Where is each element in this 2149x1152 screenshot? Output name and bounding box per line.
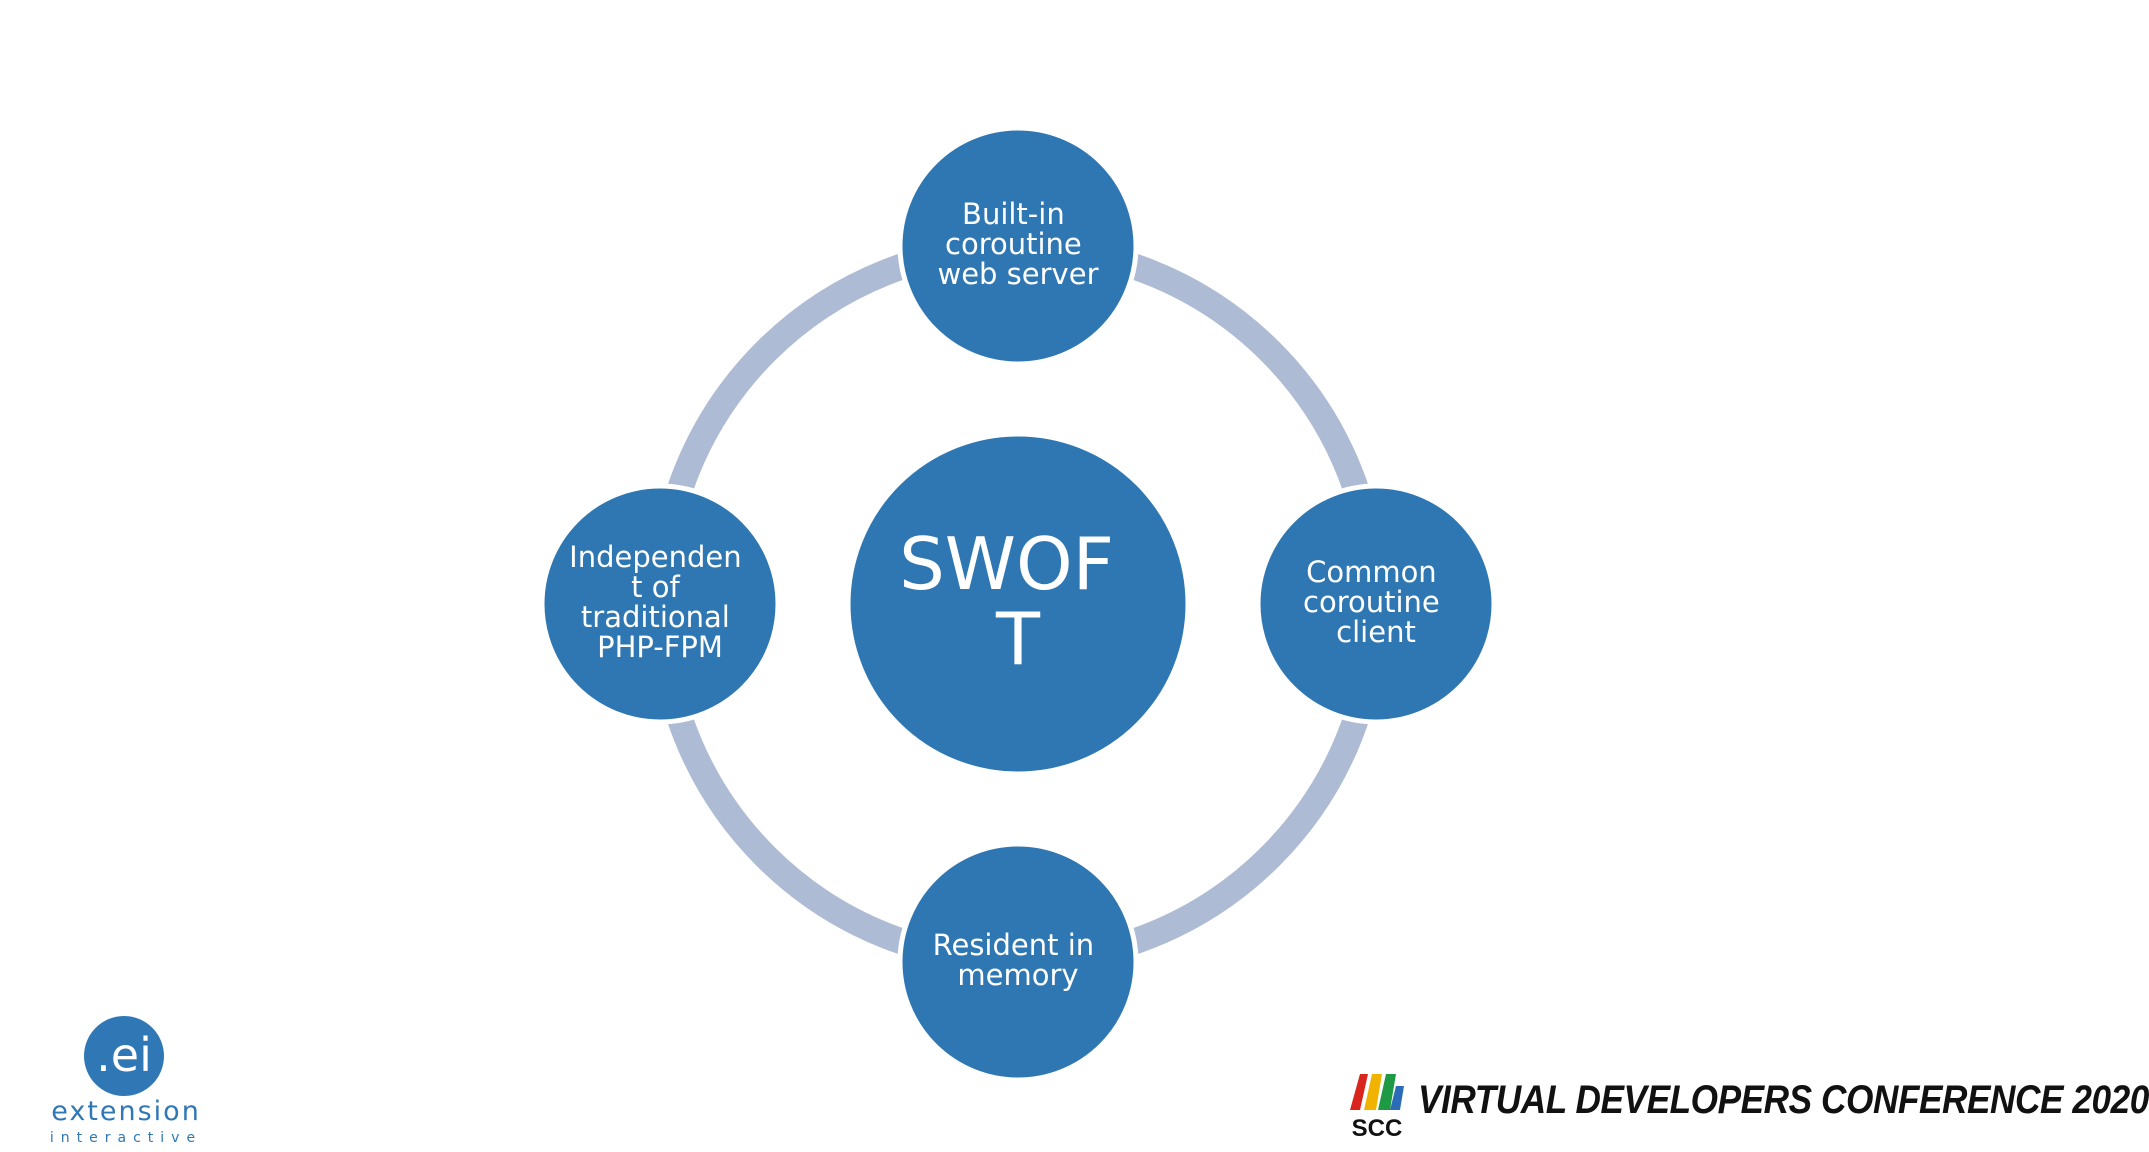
node-bottom-line-1: Resident in (933, 928, 1095, 962)
node-right-line-2: coroutine (1303, 585, 1440, 619)
conference-logo: SCC VIRTUAL DEVELOPERS CONFERENCE 2020 (1346, 1070, 2149, 1142)
ei-logo-mark: .ei (84, 1016, 164, 1096)
scc-logo-mark: SCC (1350, 1074, 1404, 1142)
node-right-line-1: Common (1306, 555, 1437, 589)
node-top-label: Built-in coroutine web server (938, 197, 1099, 291)
conference-title: VIRTUAL DEVELOPERS CONFERENCE 2020 (1418, 1078, 2149, 1122)
node-right (1255, 483, 1497, 725)
node-left-line-3: traditional (581, 600, 730, 634)
node-bottom-label: Resident in memory (933, 928, 1104, 992)
extension-interactive-logo: .ei extension interactive (46, 1016, 206, 1146)
node-top-line-1: Built-in (962, 197, 1065, 231)
center-node-label: SWOF T (899, 522, 1137, 681)
node-bottom-line-2: memory (957, 958, 1078, 992)
node-left-line-4: PHP-FPM (597, 630, 723, 664)
ei-logo-tagline: interactive (49, 1130, 203, 1146)
node-right-label: Common coroutine client (1303, 555, 1449, 649)
center-line-1: SWOF (899, 522, 1114, 606)
node-right-line-3: client (1336, 615, 1416, 649)
node-left (539, 483, 781, 725)
node-bottom (897, 841, 1139, 1083)
ei-logo-name: extension (51, 1096, 201, 1127)
cycle-diagram: SWOF T Built-in coroutine web server Com… (539, 125, 1497, 1083)
node-left-line-1: Independen (569, 540, 741, 574)
center-line-2: T (995, 597, 1041, 681)
node-top (897, 125, 1139, 367)
scc-logo-text: SCC (1352, 1115, 1403, 1142)
center-node (845, 431, 1191, 777)
node-left-label: Independen t of traditional PHP-FPM (569, 540, 751, 664)
node-top-line-3: web server (938, 257, 1099, 291)
node-left-line-2: t of (631, 570, 680, 604)
node-top-line-2: coroutine (945, 227, 1082, 261)
